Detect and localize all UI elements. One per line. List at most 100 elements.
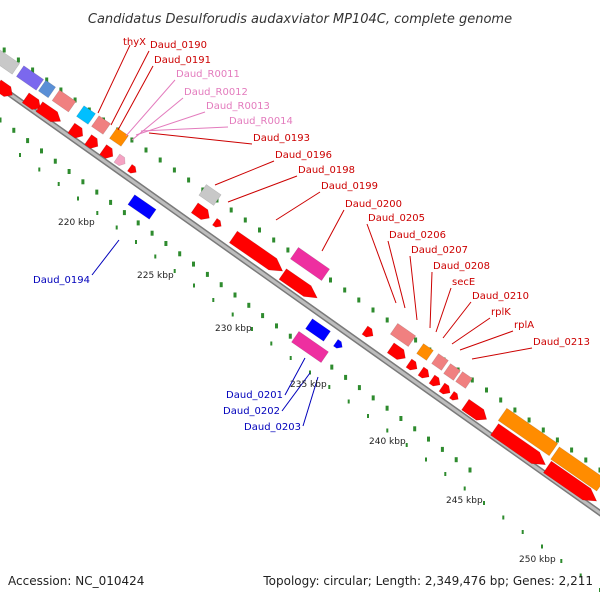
gene-feature-orange [550,446,600,492]
topology-summary: Topology: circular; Length: 2,349,476 bp… [262,574,593,588]
label-leader-lines [91,44,533,427]
tick-label: 225 kbp [137,271,174,281]
leader-line [471,347,533,360]
gene-feature-cds [99,144,114,159]
tick-dot [468,467,472,473]
leader-line [125,79,176,137]
tick-dot [272,237,276,243]
tick-dot [212,298,215,302]
tick-dot [73,97,77,103]
leader-line [429,271,433,329]
gene-feature-cds [278,268,318,299]
tick-dot [367,414,369,418]
gene-feature-cds [438,382,451,395]
gene-feature-cyan [76,105,96,125]
tick-dot [328,385,331,389]
tick-dot [463,486,466,491]
leader-line [140,126,229,132]
tick-dot [57,182,60,186]
gene-label: thyX [123,37,146,48]
tick-dot [40,148,43,154]
tick-dot [560,559,563,563]
gene-feature-cds [0,79,13,97]
accession-text: Accession: NC_010424 [8,574,144,588]
gene-label: Daud_0199 [321,181,378,192]
gene-label: Daud_R0013 [206,101,270,112]
gene-feature-salmon [51,89,77,113]
tick-dot [483,501,485,505]
tick-dot [541,427,545,433]
tick-dot [399,416,403,421]
leader-line [284,357,306,396]
tick-dot [555,437,559,443]
tick-dot [158,157,162,163]
tick-dot [499,397,503,403]
tick-dot [485,387,488,393]
leader-line [148,132,253,145]
tick-dot [96,211,99,215]
leader-line [435,287,452,333]
tick-dot [413,426,417,432]
gene-feature-salmon [443,363,461,381]
gene-label: Daud_0208 [433,261,490,272]
gene-label: Daud_0207 [411,245,468,256]
tick-label: 235 kbp [290,380,327,390]
gene-feature-cds [211,217,222,228]
gene-feature-cds [67,122,84,139]
gene-label: Daud_0200 [345,199,402,210]
gene-feature-cds [190,202,210,220]
gene-label: Daud_0201 [226,390,283,401]
tick-label: 245 kbp [446,496,483,506]
tick-dot [286,247,290,253]
gene-feature-magenta [291,330,329,364]
tick-dot [16,57,20,63]
gene-feature-cds [361,325,374,338]
tick-label: 230 kbp [215,324,252,334]
tick-dot [344,374,348,380]
tick-dot [205,271,209,277]
leader-line [91,239,120,276]
tick-dot [109,199,113,205]
gene-feature-orange [497,407,559,457]
tick-dot [427,436,430,442]
tick-dot [261,313,265,319]
tick-dot [357,297,361,303]
tick-dot [31,67,35,73]
leader-line [459,330,514,351]
gene-label: Daud_0196 [275,150,332,161]
tick-dot [150,230,154,236]
tick-dot [598,467,600,473]
gene-feature-reverse [305,318,331,342]
gene-feature-cds [21,92,41,110]
gene-label: Daud_0193 [253,133,310,144]
leader-line [281,372,311,412]
leader-line [442,301,472,339]
leader-line [451,317,491,345]
leader-line [227,175,298,203]
leader-line [117,65,154,131]
tick-dot [371,395,375,401]
gene-features-layer [0,49,600,502]
tick-dot [347,399,350,404]
tick-dot [579,573,582,578]
gene-label: Daud_0213 [533,337,590,348]
gene-label: rplK [491,307,511,318]
gene-feature-blue [37,79,57,99]
leader-line [214,160,275,186]
tick-dot [440,446,444,452]
gene-label: rplA [514,320,534,331]
tick-dot [193,283,195,288]
gene-feature-gray [0,49,21,75]
tick-dot [77,196,79,201]
tick-dot [192,261,195,267]
gene-feature-cds [126,163,137,174]
tick-dot [371,307,375,313]
gene-feature-orange [416,343,434,361]
gene-feature-reverse [127,194,157,220]
gene-label: Daud_0202 [223,406,280,417]
gene-feature-salmon [91,115,111,135]
tick-dot [122,210,126,216]
leader-line [135,111,206,136]
